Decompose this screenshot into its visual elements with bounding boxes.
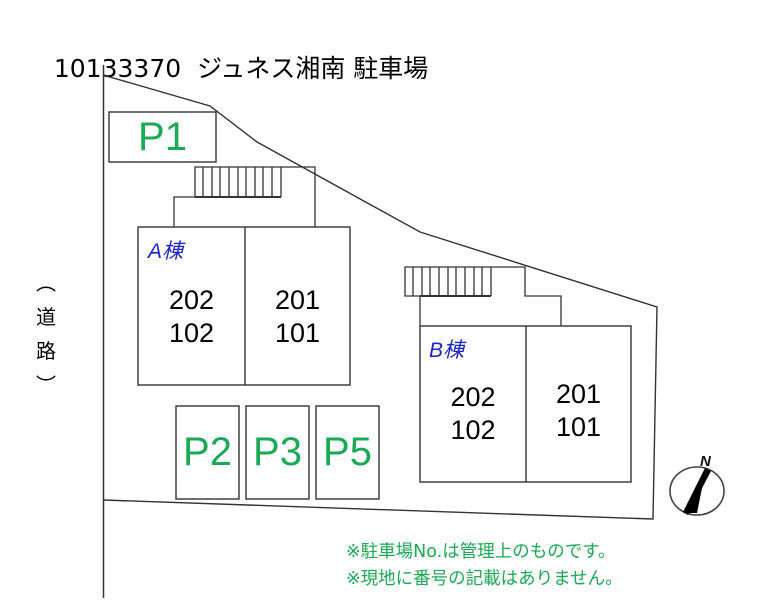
road-char-2: 路 (36, 339, 56, 363)
building-b-stairs (404, 266, 562, 326)
building-b-right-units: 201 101 (526, 378, 631, 444)
building-b-left-units: 202 102 (420, 381, 526, 447)
parking-space-p5[interactable]: P5 (316, 406, 379, 499)
unit-a-102: 102 (168, 318, 215, 348)
road-paren-close: ︶ (36, 373, 56, 397)
parking-space-p5-outline (315, 405, 380, 500)
unit-a-201: 201 (274, 285, 321, 315)
building-a-name: A棟 (148, 240, 184, 263)
parking-label-p1: P1 (138, 114, 187, 159)
unit-a-101: 101 (274, 318, 321, 348)
unit-b-101: 101 (555, 412, 602, 442)
parking-space-p1-outline (108, 111, 217, 163)
building-b-outline (419, 325, 632, 483)
parking-space-p2[interactable]: P2 (176, 406, 239, 499)
parking-label-p2: P2 (183, 430, 232, 474)
parking-space-p1[interactable]: P1 (109, 112, 216, 162)
parking-label-p3: P3 (253, 430, 302, 474)
building-a-stairs (173, 166, 316, 227)
parking-space-p3-outline (245, 405, 310, 500)
parking-label-p5: P5 (323, 430, 372, 474)
unit-b-201: 201 (555, 379, 602, 409)
unit-a-202: 202 (168, 285, 215, 315)
property-name: ジュネス湘南 駐車場 (197, 54, 429, 83)
north-arrow-icon (669, 466, 725, 516)
building-a-left-units: 202 102 (138, 284, 245, 350)
note-no-onsite-number: ※現地に番号の記載はありません。 (346, 569, 623, 589)
page-title: 10133370 ジュネス湘南 駐車場 (38, 20, 428, 85)
road-char-1: 道 (36, 305, 56, 329)
compass-north-label: N (700, 453, 711, 470)
unit-b-102: 102 (450, 415, 496, 445)
site-boundary (102, 74, 658, 520)
building-a-outline (137, 226, 351, 386)
note-management-number: ※駐車場No.は管理上のものです。 (346, 542, 616, 562)
property-code: 10133370 (53, 54, 182, 83)
unit-b-202: 202 (450, 382, 496, 412)
building-a-right-units: 201 101 (245, 284, 350, 350)
road-paren-open: ︵ (36, 271, 56, 295)
parking-space-p2-outline (175, 405, 240, 500)
building-b-name: B棟 (429, 339, 465, 362)
parking-space-p3[interactable]: P3 (246, 406, 309, 499)
road-label: ︵ 道 路 ︶ (33, 266, 59, 402)
